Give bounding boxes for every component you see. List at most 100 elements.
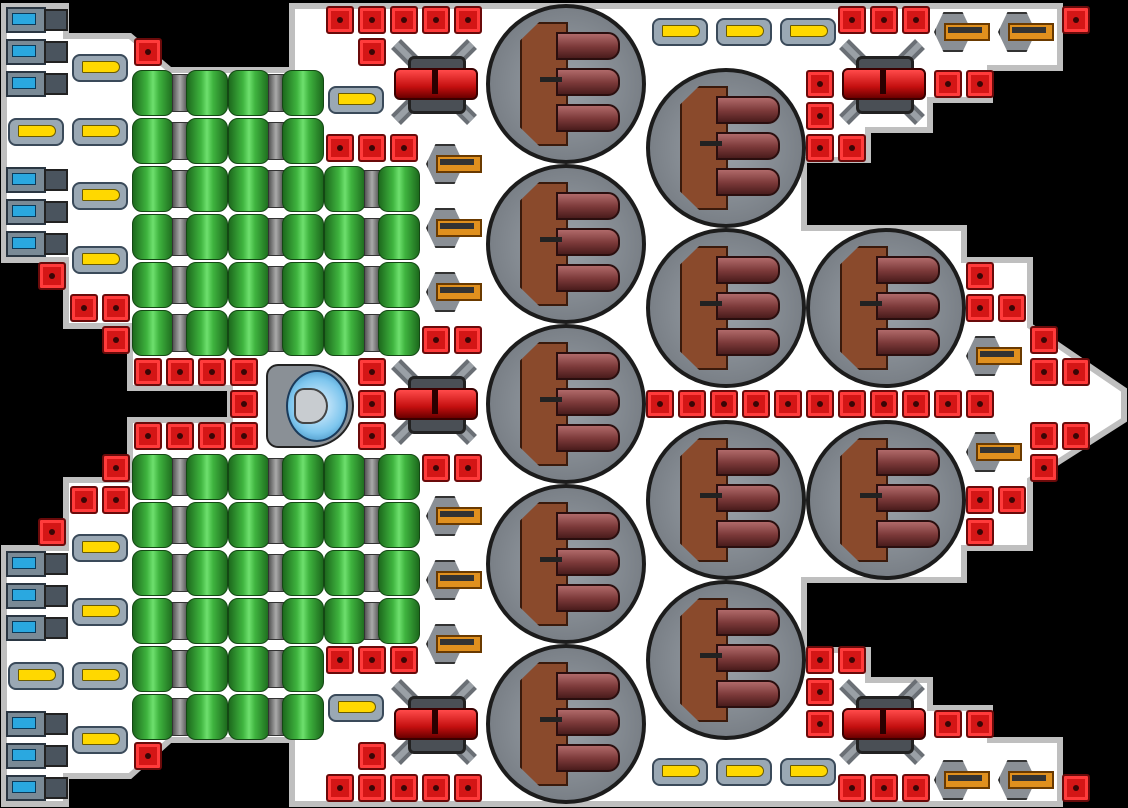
reactor-core[interactable]: [258, 356, 354, 452]
red-armor-block[interactable]: [966, 710, 994, 738]
red-armor-block[interactable]: [806, 134, 834, 162]
green-tank-module[interactable]: [228, 116, 324, 164]
battery-module[interactable]: [4, 68, 68, 97]
red-armor-block[interactable]: [422, 326, 450, 354]
orange-turret[interactable]: [996, 756, 1054, 800]
green-tank-module[interactable]: [324, 212, 420, 260]
green-tank-module[interactable]: [228, 452, 324, 500]
red-armor-block[interactable]: [326, 646, 354, 674]
red-armor-block[interactable]: [966, 294, 994, 322]
red-armor-block[interactable]: [838, 134, 866, 162]
red-armor-block[interactable]: [198, 358, 226, 386]
red-armor-block[interactable]: [102, 454, 130, 482]
red-armor-block[interactable]: [966, 390, 994, 418]
heavy-gun-turret[interactable]: [806, 420, 966, 580]
green-tank-module[interactable]: [324, 452, 420, 500]
red-armor-block[interactable]: [326, 6, 354, 34]
green-tank-module[interactable]: [228, 260, 324, 308]
heavy-gun-turret[interactable]: [646, 580, 806, 740]
red-armor-block[interactable]: [358, 742, 386, 770]
heavy-gun-turret[interactable]: [486, 644, 646, 804]
red-armor-block[interactable]: [134, 358, 162, 386]
red-armor-block[interactable]: [454, 454, 482, 482]
orange-turret[interactable]: [424, 268, 482, 312]
red-armor-block[interactable]: [1062, 6, 1090, 34]
missile-launcher[interactable]: [324, 80, 384, 116]
orange-turret[interactable]: [424, 492, 482, 536]
red-armor-block[interactable]: [806, 710, 834, 738]
red-armor-block[interactable]: [934, 70, 962, 98]
missile-launcher[interactable]: [68, 592, 128, 628]
red-armor-block[interactable]: [102, 486, 130, 514]
battery-module[interactable]: [4, 612, 68, 641]
battery-module[interactable]: [4, 228, 68, 257]
red-armor-block[interactable]: [1030, 326, 1058, 354]
red-armor-block[interactable]: [358, 134, 386, 162]
red-armor-block[interactable]: [358, 38, 386, 66]
heavy-gun-turret[interactable]: [486, 164, 646, 324]
red-cannon[interactable]: [836, 36, 928, 128]
red-armor-block[interactable]: [230, 422, 258, 450]
missile-launcher[interactable]: [712, 12, 772, 48]
red-armor-block[interactable]: [1062, 422, 1090, 450]
green-tank-module[interactable]: [132, 164, 228, 212]
heavy-gun-turret[interactable]: [486, 324, 646, 484]
battery-module[interactable]: [4, 196, 68, 225]
red-armor-block[interactable]: [390, 774, 418, 802]
green-tank-module[interactable]: [132, 596, 228, 644]
orange-turret[interactable]: [424, 140, 482, 184]
red-armor-block[interactable]: [166, 358, 194, 386]
red-armor-block[interactable]: [998, 294, 1026, 322]
green-tank-module[interactable]: [228, 596, 324, 644]
orange-turret[interactable]: [932, 756, 990, 800]
red-armor-block[interactable]: [70, 294, 98, 322]
battery-module[interactable]: [4, 740, 68, 769]
green-tank-module[interactable]: [132, 308, 228, 356]
green-tank-module[interactable]: [228, 308, 324, 356]
red-cannon[interactable]: [388, 676, 480, 768]
red-armor-block[interactable]: [774, 390, 802, 418]
red-armor-block[interactable]: [326, 774, 354, 802]
green-tank-module[interactable]: [132, 644, 228, 692]
battery-module[interactable]: [4, 4, 68, 33]
heavy-gun-turret[interactable]: [486, 484, 646, 644]
battery-module[interactable]: [4, 36, 68, 65]
red-armor-block[interactable]: [134, 422, 162, 450]
red-armor-block[interactable]: [934, 390, 962, 418]
missile-launcher[interactable]: [4, 112, 64, 148]
red-armor-block[interactable]: [966, 518, 994, 546]
green-tank-module[interactable]: [324, 164, 420, 212]
red-cannon[interactable]: [388, 356, 480, 448]
missile-launcher[interactable]: [68, 720, 128, 756]
green-tank-module[interactable]: [132, 260, 228, 308]
red-armor-block[interactable]: [1030, 454, 1058, 482]
red-armor-block[interactable]: [742, 390, 770, 418]
red-armor-block[interactable]: [358, 422, 386, 450]
red-armor-block[interactable]: [806, 390, 834, 418]
green-tank-module[interactable]: [228, 164, 324, 212]
battery-module[interactable]: [4, 580, 68, 609]
red-armor-block[interactable]: [1030, 358, 1058, 386]
red-armor-block[interactable]: [454, 6, 482, 34]
missile-launcher[interactable]: [648, 12, 708, 48]
red-armor-block[interactable]: [902, 774, 930, 802]
red-armor-block[interactable]: [838, 6, 866, 34]
green-tank-module[interactable]: [132, 68, 228, 116]
missile-launcher[interactable]: [648, 752, 708, 788]
red-armor-block[interactable]: [358, 390, 386, 418]
missile-launcher[interactable]: [776, 12, 836, 48]
orange-turret[interactable]: [932, 8, 990, 52]
red-armor-block[interactable]: [1062, 774, 1090, 802]
red-armor-block[interactable]: [390, 134, 418, 162]
red-armor-block[interactable]: [358, 774, 386, 802]
green-tank-module[interactable]: [324, 548, 420, 596]
red-armor-block[interactable]: [422, 454, 450, 482]
battery-module[interactable]: [4, 548, 68, 577]
red-armor-block[interactable]: [390, 646, 418, 674]
orange-turret[interactable]: [424, 620, 482, 664]
green-tank-module[interactable]: [324, 596, 420, 644]
red-armor-block[interactable]: [454, 774, 482, 802]
red-armor-block[interactable]: [390, 6, 418, 34]
green-tank-module[interactable]: [132, 452, 228, 500]
red-armor-block[interactable]: [230, 358, 258, 386]
